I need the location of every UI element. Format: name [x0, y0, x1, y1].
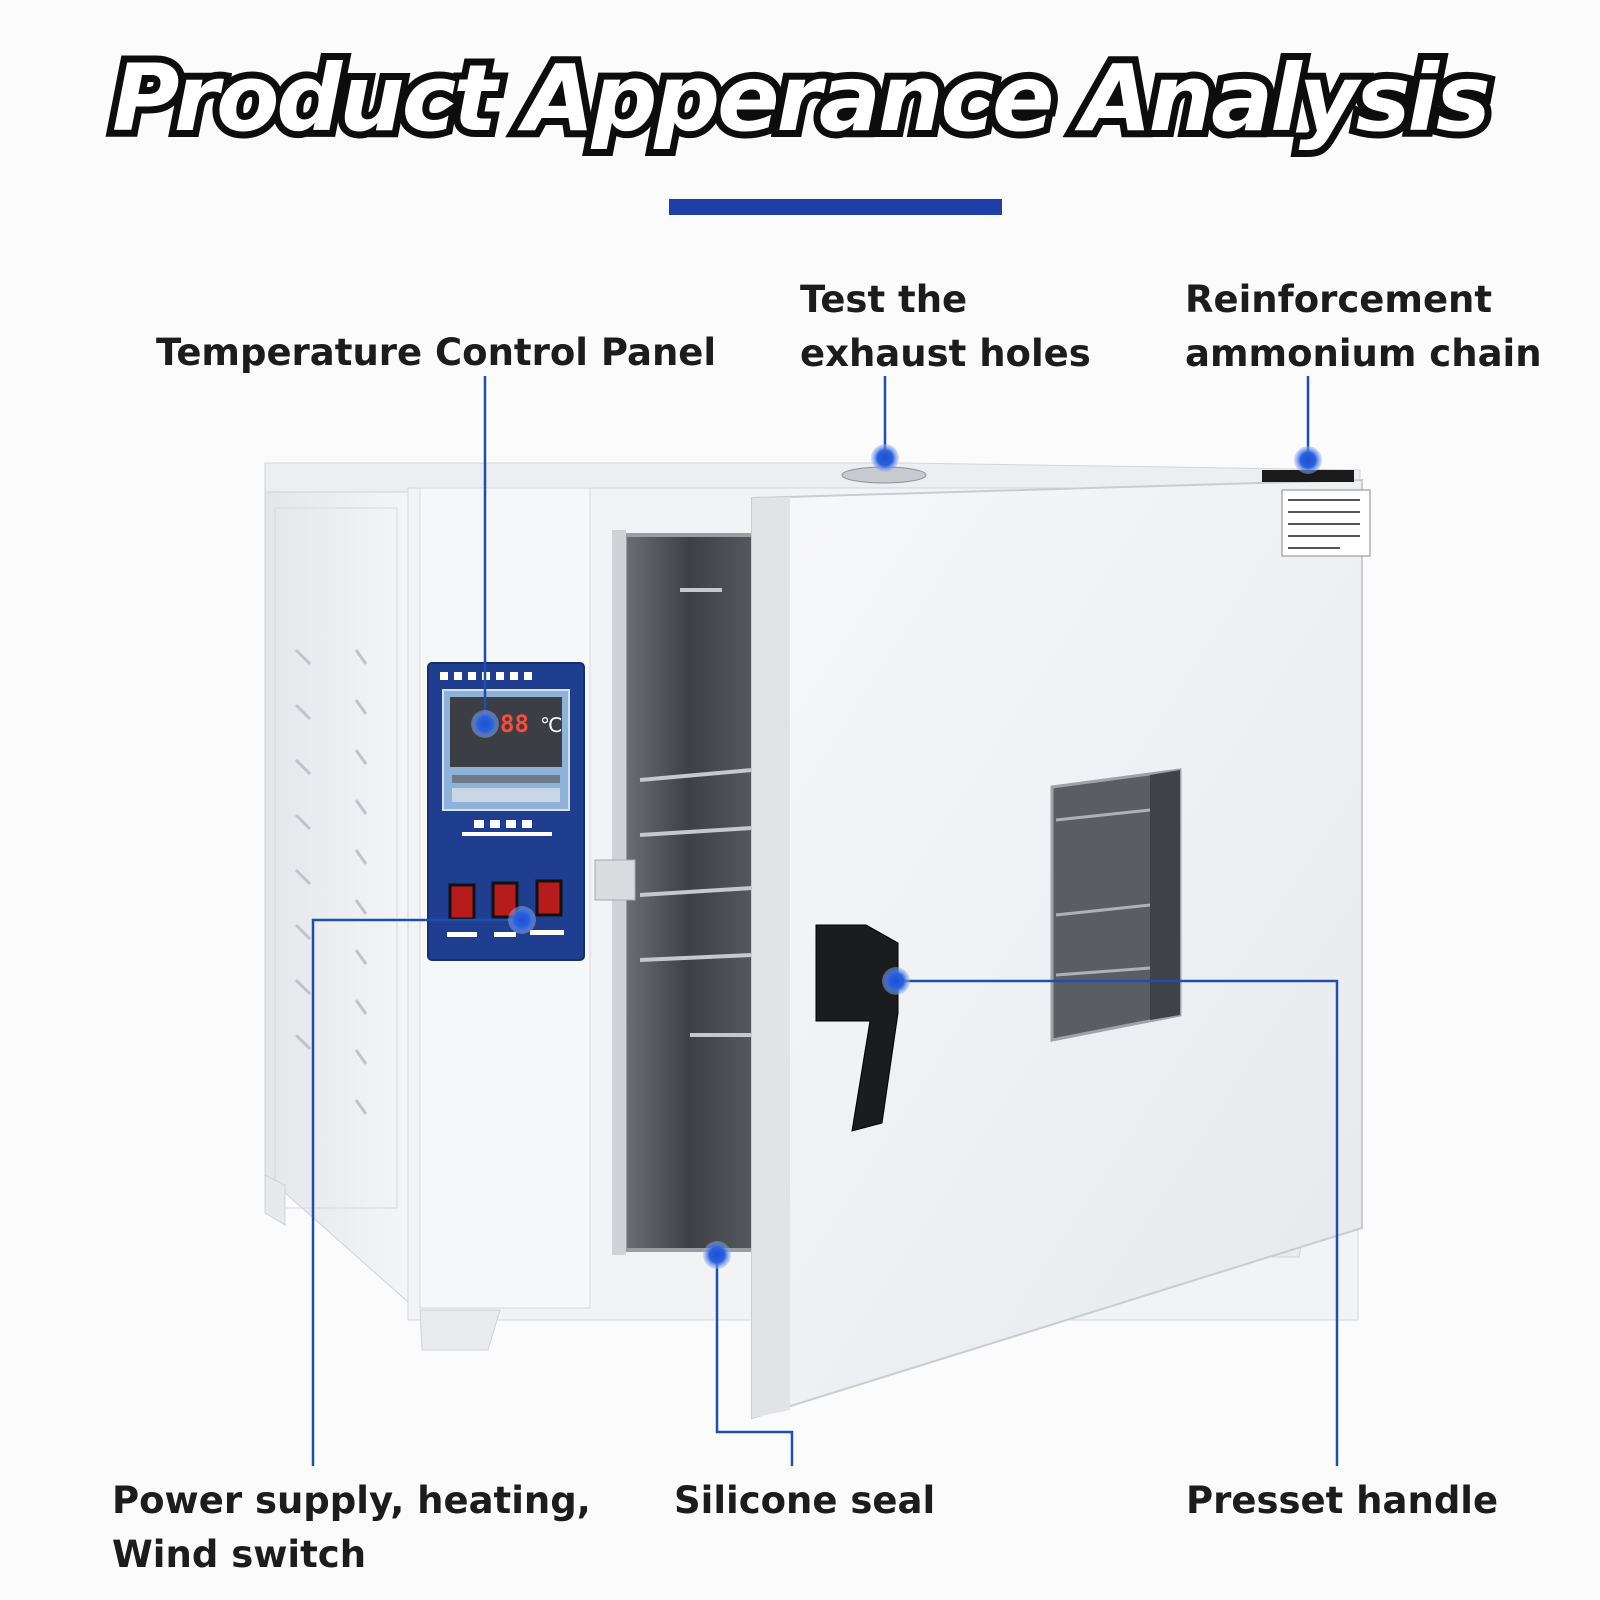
ammonium-chain: [1262, 470, 1354, 482]
dot-power: [508, 906, 536, 934]
rocker-switches: [448, 879, 563, 921]
temperature-reading: 88: [500, 710, 529, 738]
leader-handle: [896, 979, 1339, 1466]
callout-power-line-1: Power supply, heating,: [112, 1479, 591, 1522]
dot-chain: [1294, 446, 1322, 474]
oven-shelves: [639, 588, 753, 1037]
side-vents: [294, 648, 368, 1115]
dot-seal: [703, 1241, 731, 1269]
callout-exhaust-line-1: Test the: [800, 278, 968, 321]
callout-handle: Presset handle: [1186, 1474, 1498, 1528]
leader-power: [311, 918, 522, 1466]
callout-handle-line-1: Presset handle: [1186, 1479, 1499, 1522]
callout-seal-line-1: Silicone seal: [674, 1479, 936, 1522]
callout-chain-line-1: Reinforcement: [1185, 278, 1493, 321]
door-handle: [815, 924, 899, 1132]
callout-chain-line-2: ammonium chain: [1185, 332, 1542, 375]
callout-chain: Reinforcement ammonium chain: [1185, 273, 1542, 381]
panel-mid-icons: [462, 820, 552, 836]
dot-control-panel: [471, 710, 499, 738]
callout-control-panel-line-1: Temperature Control Panel: [156, 331, 717, 374]
oven-foot-left: [419, 1309, 501, 1351]
power-switch: [448, 883, 476, 921]
callout-power-line-2: Wind switch: [112, 1533, 367, 1576]
callout-exhaust: Test the exhaust holes: [800, 273, 1091, 381]
callout-dots: [471, 444, 1322, 1269]
title-underline: [669, 199, 1002, 215]
dot-handle: [882, 967, 910, 995]
leader-seal: [715, 1255, 794, 1466]
callout-exhaust-line-2: exhaust holes: [800, 332, 1091, 375]
callout-seal: Silicone seal: [674, 1474, 935, 1528]
wind-switch: [535, 879, 563, 917]
dot-exhaust: [871, 444, 899, 472]
callout-power: Power supply, heating, Wind switch: [112, 1474, 591, 1582]
page-title: Product Apperance Analysis: [105, 38, 1498, 159]
controller-display: [450, 697, 562, 767]
temperature-unit: ℃: [540, 713, 562, 737]
callout-control-panel: Temperature Control Panel: [156, 326, 716, 380]
oven-side-panel: [264, 491, 409, 1304]
